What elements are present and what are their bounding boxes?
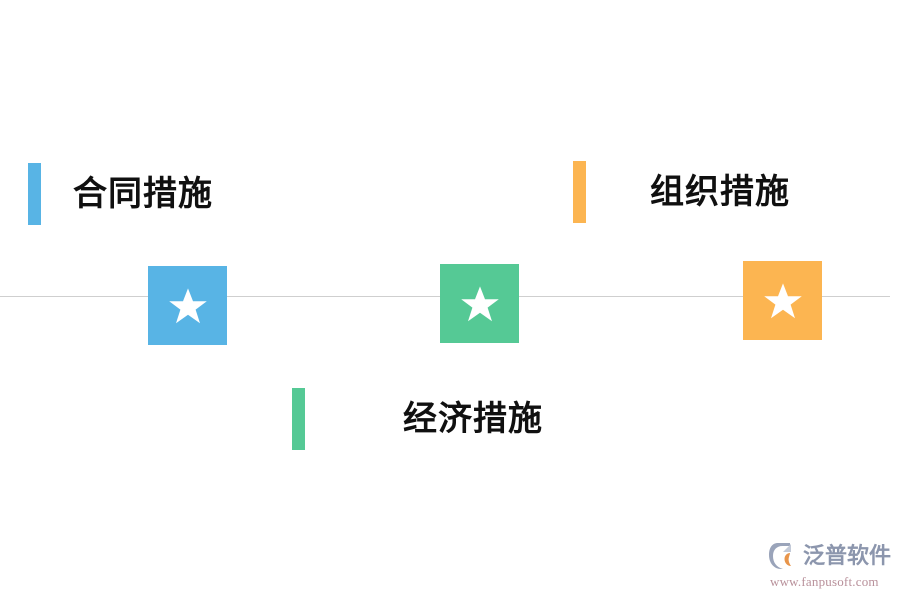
fanpu-logo-icon [769, 543, 791, 569]
brand-row: 泛普软件 [768, 540, 894, 572]
milestone-label-text-economic: 经济措施 [403, 400, 543, 438]
star-icon [168, 287, 207, 323]
star-icon [460, 285, 499, 321]
milestone-label-text-contract: 合同措施 [73, 175, 213, 213]
accent-bar-economic [292, 388, 305, 450]
star-icon [763, 282, 802, 318]
brand-url: www.fanpusoft.com [770, 574, 879, 589]
milestone-marker-contract[interactable] [148, 266, 227, 345]
milestone-label-economic: 经济措施 [292, 388, 543, 450]
brand-watermark: 泛普软件 www.fanpusoft.com [768, 540, 894, 592]
milestone-label-text-organize: 组织措施 [650, 173, 790, 211]
accent-bar-contract [28, 163, 41, 225]
milestone-marker-organize[interactable] [743, 261, 822, 340]
accent-bar-organize [573, 161, 586, 223]
brand-name: 泛普软件 [803, 543, 892, 568]
milestone-label-organize: 组织措施 [573, 161, 790, 223]
milestone-marker-economic[interactable] [440, 264, 519, 343]
milestone-label-contract: 合同措施 [28, 163, 213, 225]
